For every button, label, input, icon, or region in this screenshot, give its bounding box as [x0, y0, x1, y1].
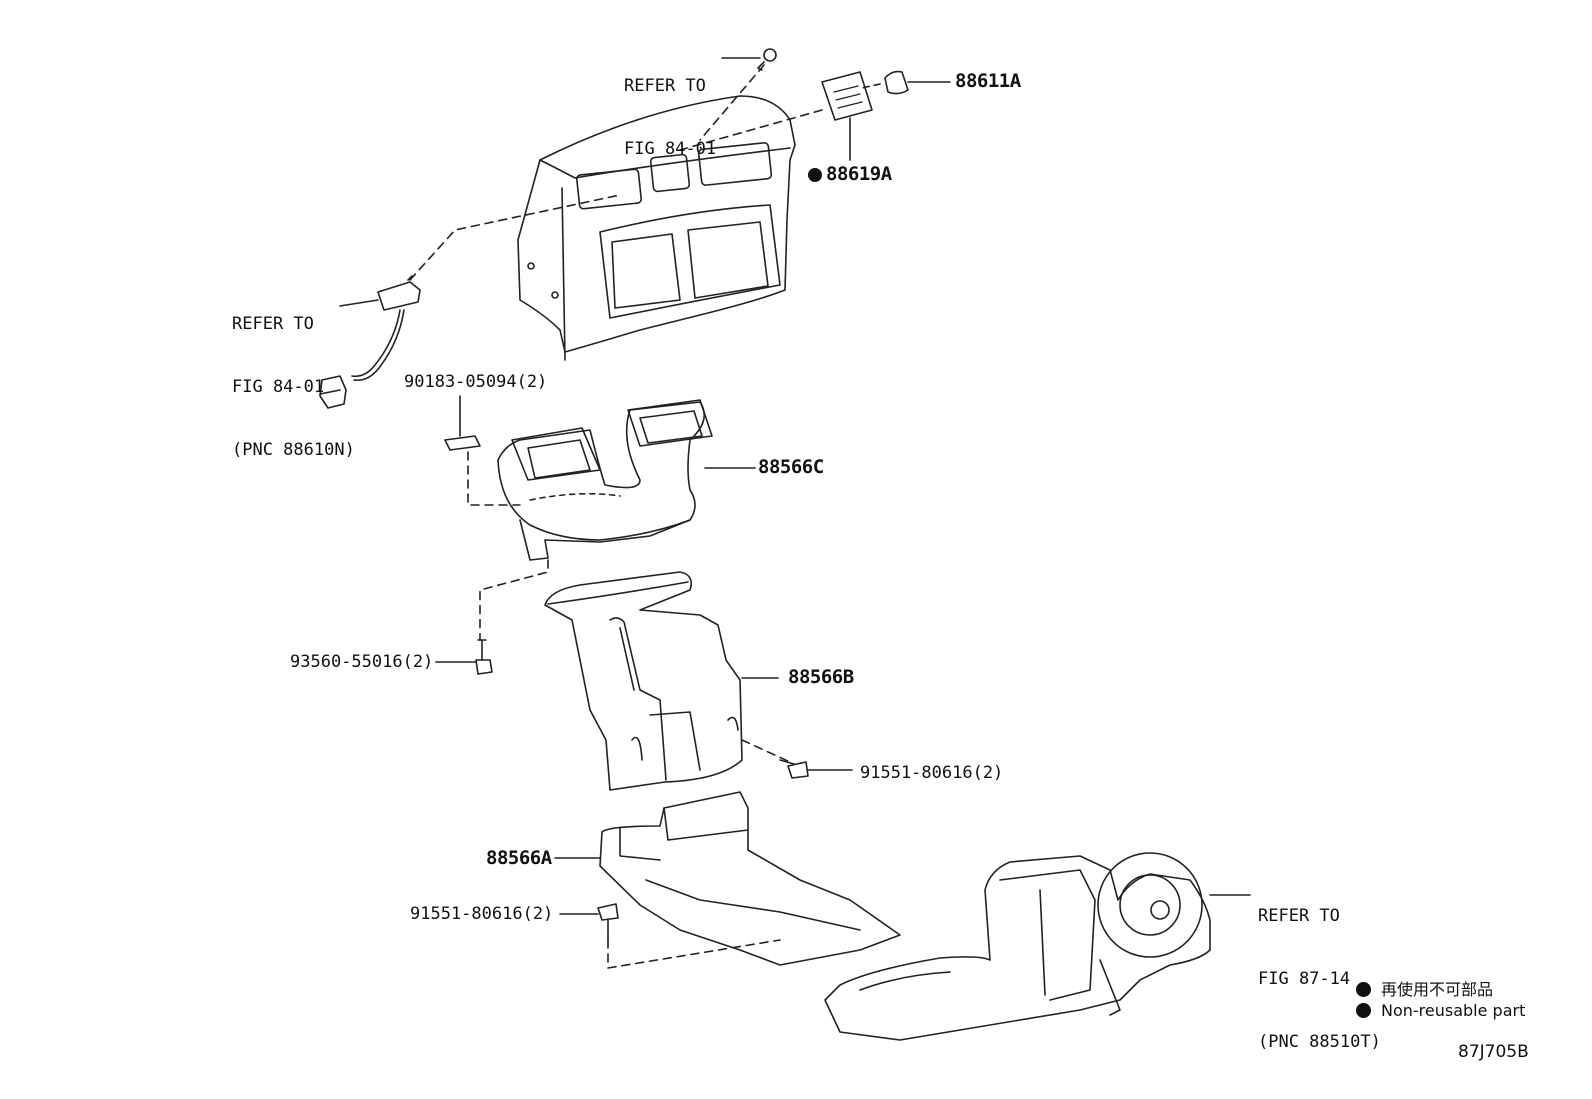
part-number-91551-mid: 91551-80616(2)	[860, 763, 1004, 783]
refer-left-line3: (PNC 88610N)	[232, 440, 355, 460]
bolt-93560	[435, 639, 493, 675]
duct-88566A	[554, 791, 901, 966]
refer-left-label: REFER TO FIG 84-01 (PNC 88610N)	[232, 272, 355, 482]
duct-88566C	[497, 399, 756, 561]
refer-top-label: REFER TO FIG 84-01	[624, 34, 716, 181]
refer-right-line3: (PNC 88510T)	[1258, 1032, 1381, 1052]
register-housing	[517, 95, 796, 361]
part-number-88619A: 88619A	[826, 163, 892, 185]
bolt-91551-low	[559, 903, 781, 969]
refer-top-line1: REFER TO	[624, 76, 706, 96]
refer-left-line1: REFER TO	[232, 314, 314, 334]
legend-en-text: Non-reusable part	[1381, 1001, 1526, 1020]
legend-jp-bullet	[1356, 982, 1371, 997]
part-number-88566B: 88566B	[788, 666, 854, 688]
legend-jp-text: 再使用不可部品	[1381, 980, 1494, 999]
part-number-90183: 90183-05094(2)	[404, 372, 548, 392]
diagram-id: 87J705B	[1458, 1042, 1529, 1062]
blower-unit	[824, 852, 1251, 1041]
clip-90183	[444, 395, 521, 506]
refer-right-line1: REFER TO	[1258, 906, 1340, 926]
refer-right-line2: FIG 87-14	[1258, 969, 1351, 989]
refer-left-line2: FIG 84-01	[232, 377, 325, 397]
non-reusable-marker	[808, 168, 822, 182]
legend-en-bullet	[1356, 1003, 1371, 1018]
part-number-91551-low: 91551-80616(2)	[410, 904, 554, 924]
part-number-88611A: 88611A	[955, 70, 1021, 92]
refer-right-label: REFER TO FIG 87-14 (PNC 88510T)	[1258, 864, 1381, 1074]
part-number-88566A: 88566A	[486, 847, 552, 869]
refer-top-line2: FIG 84-01	[624, 139, 717, 159]
legend-en: Non-reusable part	[1356, 1001, 1525, 1020]
top-screw	[721, 48, 777, 71]
part-number-88566C: 88566C	[758, 456, 824, 478]
part-number-93560: 93560-55016(2)	[290, 652, 434, 672]
bolt-91551-mid	[741, 739, 853, 779]
sensor-harness	[319, 194, 621, 409]
legend-jp: 再使用不可部品	[1356, 976, 1493, 1000]
part-88619A-pad	[679, 71, 873, 161]
part-88611A-clip	[861, 70, 951, 95]
duct-88566B	[544, 571, 779, 791]
